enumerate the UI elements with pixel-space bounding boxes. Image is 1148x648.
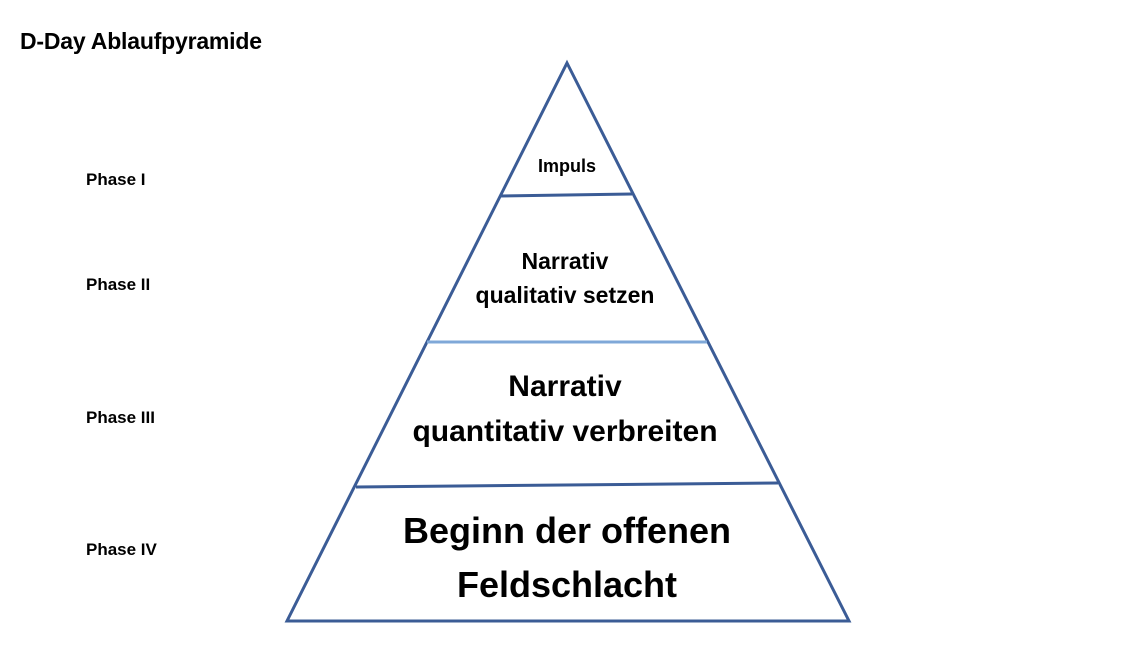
- tier-1-text: Impuls: [467, 154, 667, 178]
- phase-label-1: Phase I: [86, 170, 146, 189]
- tier-2-line-2: qualitativ setzen: [475, 282, 655, 308]
- tier-4-line-2: Feldschlacht: [456, 564, 678, 605]
- tier-4-text: Beginn der offenen Feldschlacht: [317, 504, 817, 612]
- tier-3-line-1: Narrativ: [508, 370, 622, 403]
- tier-3-text: Narrativ quantitativ verbreiten: [365, 364, 765, 454]
- tier-3-line-2: quantitativ verbreiten: [412, 415, 718, 448]
- phase-label-2: Phase II: [86, 275, 151, 294]
- divider-3: [355, 481, 779, 489]
- diagram-title: D-Day Ablaufpyramide: [20, 28, 262, 54]
- tier-2-line-1: Narrativ: [521, 248, 609, 274]
- phase-label-3: Phase III: [86, 408, 155, 427]
- tier-4-line-1: Beginn der offenen: [402, 510, 731, 551]
- tier-1-line-1: Impuls: [537, 156, 596, 176]
- tier-2-text: Narrativ qualitativ setzen: [415, 244, 715, 312]
- phase-label-4: Phase IV: [86, 540, 157, 559]
- divider-1: [499, 192, 633, 198]
